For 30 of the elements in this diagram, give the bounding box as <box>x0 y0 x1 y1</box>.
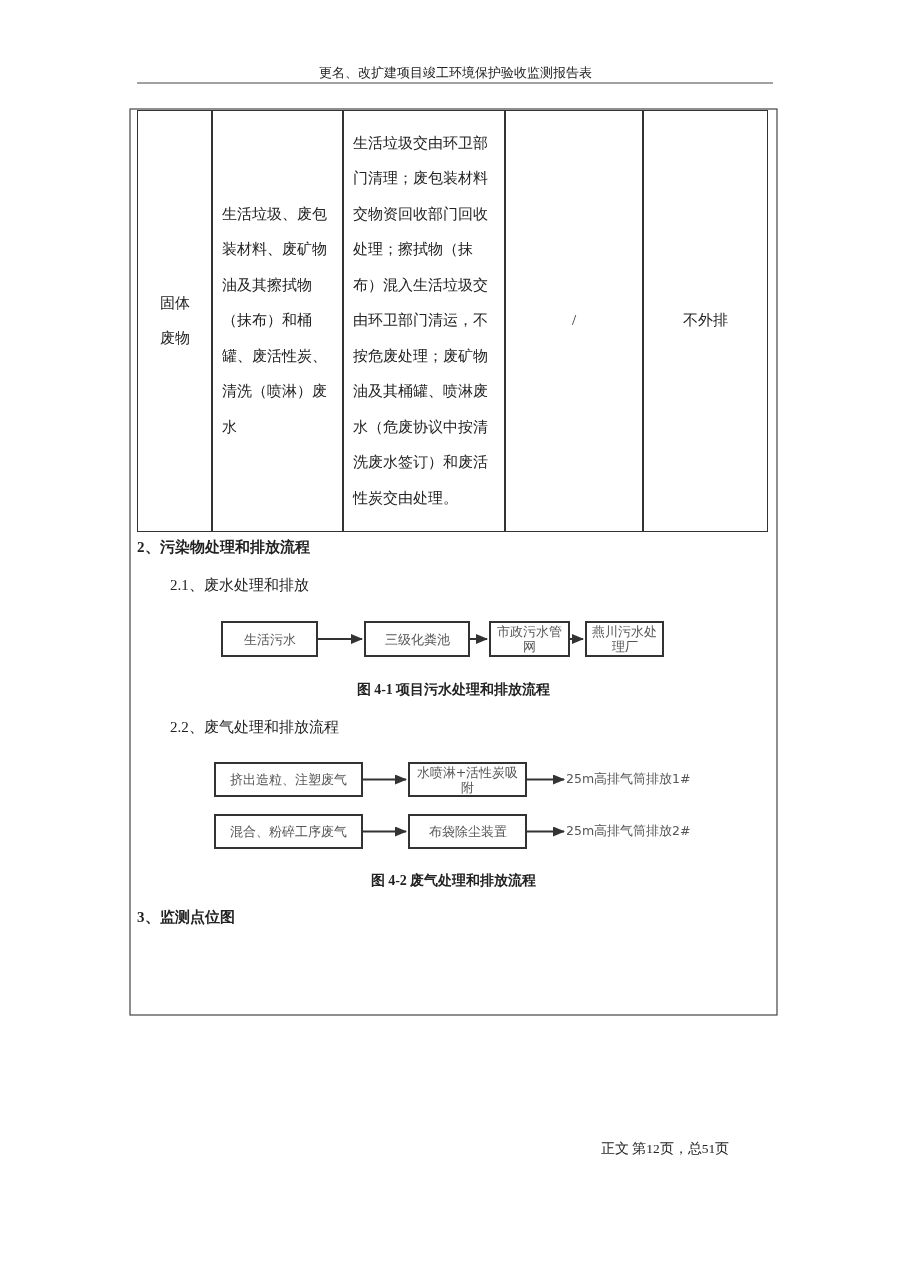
table-cell: 生活垃圾交由环卫部门清理；废包装材料交物资回收部门回收处理；擦拭物（抹布）混入生活垃圾交由环卫部门清运，不按危废处理；废矿物油及其桶罐、喷淋废水（危废协议中按清洗废水签订）和废活性炭交由处理。 <box>343 110 505 532</box>
arrow <box>362 774 407 785</box>
process-box: 生活污水 <box>221 621 318 657</box>
arrow <box>317 634 363 644</box>
section-heading: 2、污染物处理和排放流程 <box>137 538 310 557</box>
outlet-label: 25m高排气筒排放1# <box>566 768 700 790</box>
outlet-label: 25m高排气筒排放2# <box>566 820 700 842</box>
table-cell: 生活垃圾、废包装材料、废矿物油及其擦拭物（抹布）和桶罐、废活性炭、清洗（喷淋）废水 <box>212 110 343 532</box>
arrow <box>526 826 565 837</box>
process-box: 三级化粪池 <box>364 621 470 657</box>
process-box: 挤出造粒、注塑废气 <box>214 762 363 797</box>
page-footer: 正文 第12页，总51页 <box>560 1140 770 1158</box>
page-header: 更名、改扩建项目竣工环境保护验收监测报告表 <box>317 64 593 82</box>
figure-caption: 图 4-1 项目污水处理和排放流程 <box>355 681 552 699</box>
subsection-heading: 2.1、废水处理和排放 <box>170 576 309 595</box>
table-cell: 固体废物 <box>137 110 212 532</box>
section-heading: 3、监测点位图 <box>137 908 235 927</box>
process-box: 布袋除尘装置 <box>408 814 527 849</box>
arrow <box>469 634 488 644</box>
table-cell: / <box>505 110 643 532</box>
arrow <box>362 826 407 837</box>
process-box: 市政污水管网 <box>489 621 570 657</box>
process-box: 混合、粉碎工序废气 <box>214 814 363 849</box>
process-box: 燕川污水处理厂 <box>585 621 664 657</box>
arrow <box>569 634 584 644</box>
subsection-heading: 2.2、废气处理和排放流程 <box>170 718 339 737</box>
figure-caption: 图 4-2 废气处理和排放流程 <box>369 872 538 890</box>
arrow <box>526 774 565 785</box>
table-cell: 不外排 <box>643 110 768 532</box>
process-box: 水喷淋+活性炭吸附 <box>408 762 527 797</box>
